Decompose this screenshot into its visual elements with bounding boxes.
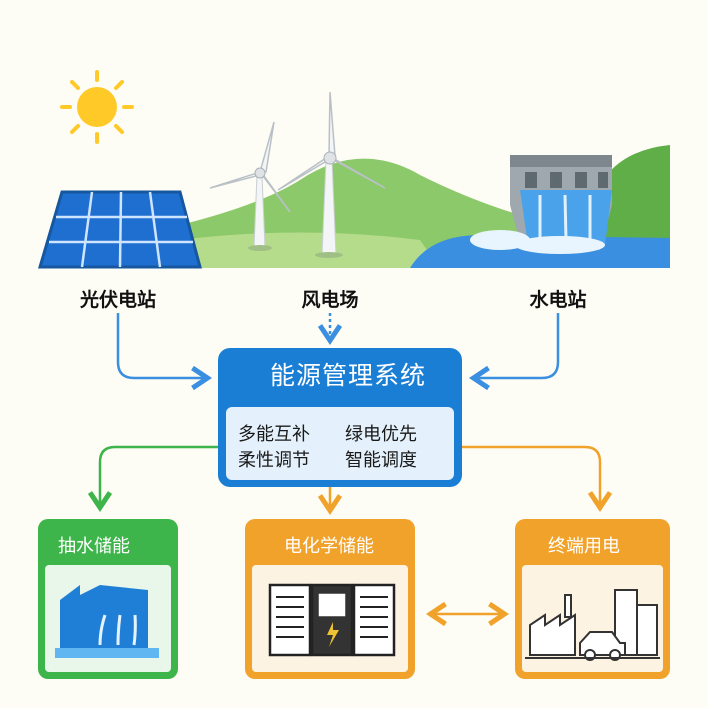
- pumped-storage-icon: [55, 585, 159, 658]
- sun-icon: [60, 70, 134, 144]
- ems-title: 能源管理系统: [269, 361, 426, 390]
- solar-panel-icon: [37, 190, 202, 269]
- output-title-battery-storage: 电化学储能: [284, 536, 374, 557]
- output-title-end-use: 终端用电: [548, 536, 620, 557]
- output-arrows: [87, 445, 613, 627]
- source-label-wind: 风电场: [301, 289, 359, 311]
- ems-feature: 多能互补: [238, 424, 310, 445]
- pumped-storage-box: [38, 519, 178, 679]
- ems-feature: 柔性调节: [238, 450, 310, 471]
- ems-feature: 绿电优先: [345, 424, 417, 445]
- end-use-box: [515, 519, 670, 679]
- hydro-dam-icon: [410, 155, 670, 268]
- source-label-hydro: 水电站: [529, 289, 587, 311]
- output-title-pumped-storage: 抽水储能: [58, 536, 130, 557]
- battery-storage-box: [245, 519, 415, 679]
- input-arrows: [116, 313, 560, 391]
- city-factory-car-icon: [525, 589, 660, 661]
- wind-turbine-icon: [209, 91, 386, 258]
- ems-feature: 智能调度: [345, 450, 417, 471]
- ems-box: [218, 348, 462, 487]
- battery-cabinet-icon: [268, 583, 396, 657]
- source-label-solar: 光伏电站: [79, 289, 157, 311]
